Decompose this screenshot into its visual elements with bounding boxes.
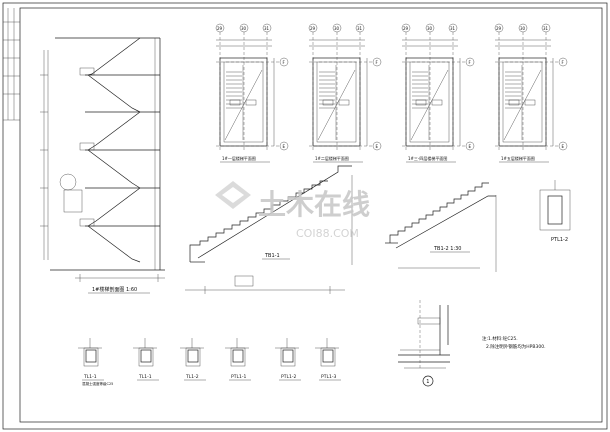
axis-label: 30: [427, 26, 433, 31]
notes-line-1: 注:1.材料:砼C25.: [482, 335, 518, 342]
stair-plan: 29 30 31F E 1#一层楼梯平面图: [215, 23, 289, 163]
axis-label: 29: [403, 26, 409, 31]
beam-section: TL1-2: [180, 338, 206, 381]
stair-section-title: 1#楼梯剖面图 1:60: [92, 286, 137, 293]
axis-label: F: [562, 60, 565, 65]
slab-tb1-1-drawing: [185, 165, 353, 294]
axis-bubble: [465, 57, 475, 67]
beam-section: PTL1-1: [225, 338, 251, 381]
detail-1-marker: [422, 375, 434, 387]
beam-section: TL1-1: [78, 338, 104, 381]
ptl-right-drawing: [539, 180, 571, 231]
beam-note: 混凝土强度等级C25: [82, 381, 113, 386]
axis-label: 29: [217, 26, 223, 31]
ptl-right-label: PTL1-2: [551, 237, 568, 243]
slab-tb1-2-label: TB1-2 1:30: [433, 246, 461, 252]
beam-label: TL1-1: [83, 374, 97, 380]
stair-plan: 29 30 31F E 1#二层楼梯平面图: [308, 23, 382, 163]
beam-label: PTL1-3: [321, 374, 336, 380]
beam-section: PTL1-2: [275, 338, 301, 381]
axis-label: 29: [310, 26, 316, 31]
axis-label: 31: [357, 26, 363, 31]
plan-title: 1#二层楼梯平面图: [315, 155, 349, 161]
axis-bubble: [558, 57, 568, 67]
slab-tb1-2-drawing: [385, 182, 497, 272]
axis-bubble: [372, 57, 382, 67]
axis-label: 30: [520, 26, 526, 31]
beam-label: PTL1-1: [231, 374, 246, 380]
plan-title: 1#三-四层楼梯平面图: [408, 155, 447, 161]
plan-title: 1#五层楼梯平面图: [501, 155, 535, 161]
stair-section-drawing: [40, 37, 165, 282]
axis-label: 31: [450, 26, 456, 31]
slab-tb1-1-label: TB1-1: [264, 253, 280, 259]
watermark: 土木在线 COI88.COM: [215, 181, 370, 240]
beam-section: TL1-1: [133, 338, 159, 381]
axis-label: E: [562, 144, 565, 149]
axis-label: E: [283, 144, 286, 149]
axis-label: 30: [334, 26, 340, 31]
detail-1-number: 1: [426, 379, 429, 385]
beam-section: PTL1-3: [315, 338, 341, 381]
axis-bubble: [279, 57, 289, 67]
detail-1-drawing: [398, 300, 450, 369]
axis-label: 31: [264, 26, 270, 31]
stair-plan: 29 30 31F E 1#五层楼梯平面图: [494, 23, 568, 163]
axis-label: F: [376, 60, 379, 65]
stair-plans: 29 30 31F E 1#一层楼梯平面图 29 30 31F E 1#二层楼梯平面图 29 30 31…: [215, 23, 568, 163]
notes-line-2: 2.除注明外钢筋均为HPB300.: [486, 343, 546, 350]
axis-bubble: [558, 141, 568, 151]
watermark-main: 土木在线: [258, 188, 370, 221]
stair-plan: 29 30 31F E 1#三-四层楼梯平面图: [401, 23, 475, 163]
axis-label: 31: [543, 26, 549, 31]
axis-label: 30: [241, 26, 247, 31]
watermark-sub: COI88.COM: [296, 227, 359, 240]
axis-label: 29: [496, 26, 502, 31]
inner-border: [19, 7, 603, 423]
beam-label: TL1-1: [138, 374, 152, 380]
plan-title: 1#一层楼梯平面图: [222, 155, 256, 161]
axis-bubble: [372, 141, 382, 151]
axis-label: E: [376, 144, 379, 149]
beam-label: PTL1-2: [281, 374, 296, 380]
beam-label: TL1-2: [185, 374, 199, 380]
axis-label: E: [469, 144, 472, 149]
axis-label: F: [283, 60, 286, 65]
axis-bubble: [465, 141, 475, 151]
beam-sections: TL1-1 TL1-1 TL1-2 PTL1-1 PTL1-2 PTL1-3: [78, 338, 341, 381]
axis-label: F: [469, 60, 472, 65]
axis-bubble: [279, 141, 289, 151]
title-strip: [3, 8, 20, 121]
